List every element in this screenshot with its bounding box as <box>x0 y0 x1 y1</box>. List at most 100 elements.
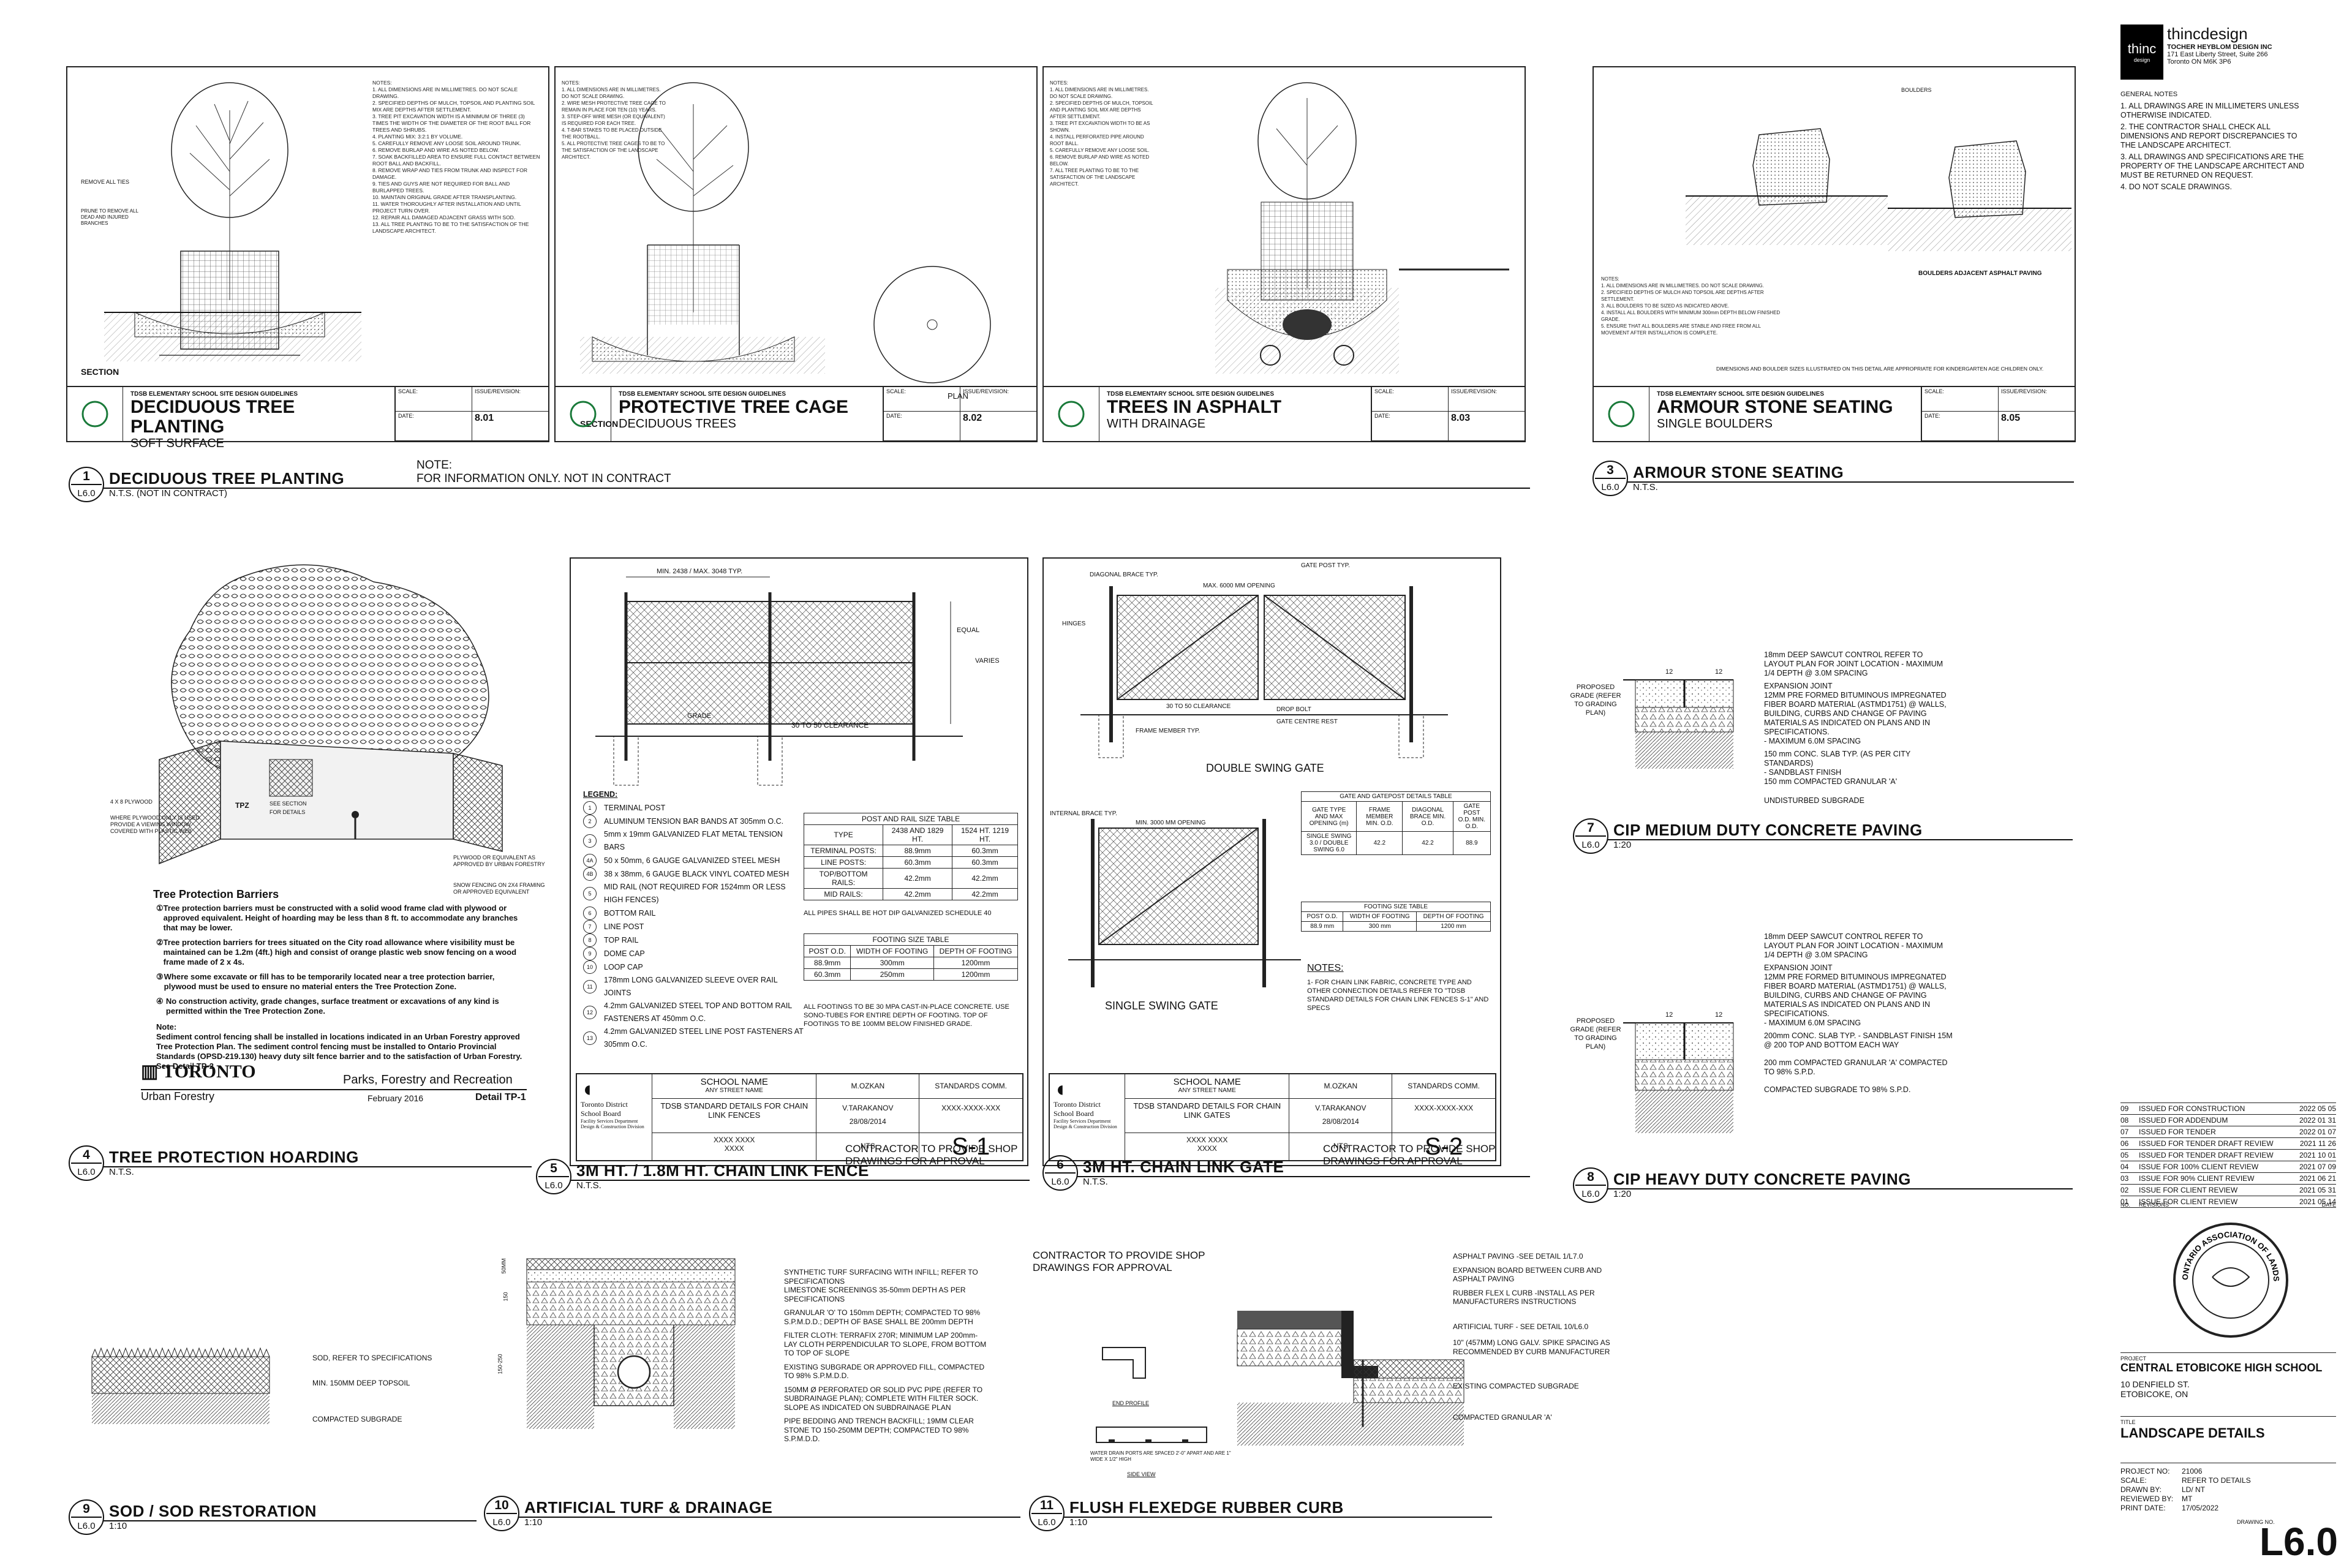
company-address2: Toronto ON M6K 3P6 <box>2167 58 2231 66</box>
detail-scale: N.T.S. <box>109 1167 134 1177</box>
general-note: 4. DO NOT SCALE DRAWINGS. <box>2120 183 2232 191</box>
sheet-number: 8.02 <box>960 412 1036 441</box>
notes-column: NOTES:1. ALL DIMENSIONS ARE IN MILLIMETR… <box>372 80 540 234</box>
gate-diag: DIAGONAL BRACE TYP. <box>1090 571 1159 578</box>
fence-sheet-number: S-1 <box>951 1133 990 1160</box>
dim-12d: 12 <box>1715 1011 1723 1019</box>
sheet-802: PLAN SECTION NOTES:1. ALL DIMENSIONS ARE… <box>554 66 1038 442</box>
hoarding-unit: Urban Forestry <box>141 1090 215 1102</box>
sheet-subtitle: SINGLE BOULDERS <box>1657 417 1773 431</box>
callout-remove-ties: REMOVE ALL TIES <box>81 179 130 185</box>
general-note: 1. ALL DRAWINGS ARE IN MILLIMETERS UNLES… <box>2120 102 2299 119</box>
detail-title: CIP MEDIUM DUTY CONCRETE PAVING <box>1613 821 1923 839</box>
tdsb-logo-icon <box>1044 387 1099 441</box>
gate-sheet: DIAGONAL BRACE TYP. GATE POST TYP. MAX. … <box>1042 557 1501 1166</box>
gate-max: MAX. 6000 mm OPENING <box>1203 582 1275 589</box>
shop-drawing-note-5: CONTRACTOR TO PROVIDE SHOP DRAWINGS FOR … <box>845 1143 1018 1167</box>
info-row: PRINT DATE:17/05/2022 <box>2120 1504 2219 1512</box>
gate-dropbolt: DROP BOLT <box>1276 706 1311 713</box>
boulders-asphalt-label: BOULDERS ADJACENT ASPHALT PAVING <box>1918 270 2042 277</box>
cip-medium-callouts: 18mm DEEP SAWCUT CONTROL REFER TO LAYOUT… <box>1764 650 1947 805</box>
hoarding-dept: Parks, Forestry and Recreation <box>343 1073 513 1087</box>
fence-grade: GRADE <box>687 712 712 720</box>
gate-notes-title: NOTES: <box>1307 963 1344 973</box>
fence-varies: VARIES <box>975 657 1000 665</box>
info-row: SCALE:REFER TO DETAILS <box>2120 1476 2251 1485</box>
sheet-number: 8.01 <box>472 412 548 441</box>
plan-label: PLAN <box>948 391 968 401</box>
detail-scale: 1:10 <box>1069 1517 1088 1528</box>
sheet-subtitle: WITH DRAINAGE <box>1107 417 1206 431</box>
gate-frame: FRAME MEMBER TYP. <box>1136 728 1200 734</box>
detail-scale: 1:20 <box>1613 1189 1632 1199</box>
general-notes-title: GENERAL NOTES <box>2120 91 2178 98</box>
callout-plywood: 4 x 8 PLYWOOD <box>110 799 153 805</box>
fence-sheet: MIN. 2438 / MAX. 3048 TYP. 30 TO 50 CLEA… <box>570 557 1028 1166</box>
shop-drawing-note-6: CONTRACTOR TO PROVIDE SHOP DRAWINGS FOR … <box>1323 1143 1496 1167</box>
drawing-number: L6.0 <box>2259 1520 2338 1564</box>
cip-heavy-callouts: 18mm DEEP SAWCUT CONTROL REFER TO LAYOUT… <box>1764 932 1953 1094</box>
detail-title: SOD / SOD RESTORATION <box>109 1502 317 1520</box>
dim-12c: 12 <box>1665 1011 1673 1019</box>
professional-seal: ONTARIO ASSOCIATION OF LANDSCAPE ARCHITE… <box>2169 1219 2288 1338</box>
detail-scale: 1:10 <box>109 1521 127 1531</box>
drawing-no-label: DRAWING NO. <box>2237 1519 2275 1525</box>
curb-end-profile <box>1102 1347 1146 1379</box>
project-block: PROJECT CENTRAL ETOBICOKE HIGH SCHOOL 10… <box>2120 1352 2336 1399</box>
fence-footing-table: FOOTING SIZE TABLE POST O.D.WIDTH OF FOO… <box>803 933 1018 981</box>
curb-section <box>1237 1311 1464 1446</box>
sheet-803: NOTES:1. ALL DIMENSIONS ARE IN MILLIMETR… <box>1042 66 1526 442</box>
sheet-title-block: TITLE LANDSCAPE DETAILS <box>2120 1416 2336 1441</box>
callout-window: WHERE PLYWOOD ONLY IS USED PROVIDE A VIE… <box>110 815 200 834</box>
sheet-subtitle: DECIDUOUS TREES <box>619 417 736 431</box>
gate-post: GATE POST TYP. <box>1301 562 1350 569</box>
fence-titleblock: ◖ Toronto District School Board Facility… <box>576 1073 1023 1161</box>
company-full: TOCHER HEYBLOM DESIGN INC <box>2167 43 2272 51</box>
detail-scale: 1:20 <box>1613 840 1632 850</box>
toronto-logo: ▥ TORONTO <box>141 1061 256 1082</box>
detail-title: FLUSH FLEXEDGE RUBBER CURB <box>1069 1498 1344 1517</box>
info-row: REVIEWED BY:MT <box>2120 1494 2193 1503</box>
grade-label-7: PROPOSED GRADE (REFER TO GRADING PLAN) <box>1570 684 1621 717</box>
double-gate-label: DOUBLE SWING GATE <box>1206 762 1324 774</box>
sheet-title: LANDSCAPE DETAILS <box>2120 1425 2265 1441</box>
gate-internal: INTERNAL BRACE TYP. <box>1050 810 1117 817</box>
detail-title: 3M HT. CHAIN LINK GATE <box>1083 1158 1284 1176</box>
turf-dim-150: 150 <box>502 1292 509 1302</box>
fence-dim-top: MIN. 2438 / MAX. 3048 TYP. <box>657 568 743 575</box>
sheet-805-titleblock: TDSB ELEMENTARY SCHOOL SITE DESIGN GUIDE… <box>1594 386 2075 441</box>
detail-scale: N.T.S. <box>1083 1177 1108 1187</box>
board-name: Toronto District School Board <box>1054 1100 1101 1118</box>
sheet-number: 8.03 <box>1448 412 1525 441</box>
hoarding-detail: Detail TP-1 <box>475 1092 526 1102</box>
dim-12b: 12 <box>1715 668 1723 676</box>
gate-min: MIN. 3000 mm OPENING <box>1136 820 1206 826</box>
tree-hoarding-drawing <box>159 564 503 865</box>
tree-cage-drawing <box>580 82 991 383</box>
